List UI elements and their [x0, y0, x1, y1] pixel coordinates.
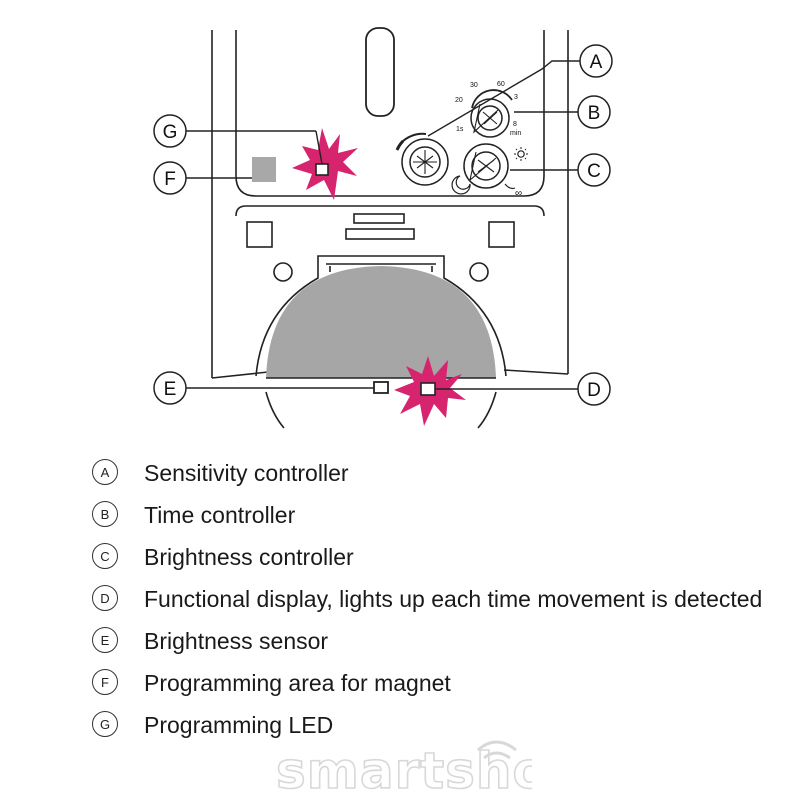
legend-item-d: D Functional display, lights up each tim… — [92, 582, 772, 616]
brightness-infinity-label: ∞ — [515, 188, 522, 199]
time-label-3: 3 — [514, 94, 518, 101]
right-square-button — [488, 221, 515, 248]
legend-letter-badge: C — [92, 543, 118, 569]
top-slot — [365, 27, 395, 117]
legend-text: Functional display, lights up each time … — [144, 586, 763, 612]
legend-text: Brightness sensor — [144, 628, 329, 654]
legend-text: Time controller — [144, 502, 296, 528]
time-label-30: 30 — [470, 82, 478, 89]
callout-d: D — [577, 372, 611, 406]
legend-letter-badge: E — [92, 627, 118, 653]
legend-text: Programming area for magnet — [144, 670, 451, 696]
svg-text:C: C — [587, 161, 601, 182]
motion-detector-diagram: 30 60 3 20 1s 8 min ∞ — [153, 27, 613, 429]
callout-a: A — [579, 44, 613, 78]
time-label-60: 60 — [497, 81, 505, 88]
left-round-hole — [273, 262, 293, 282]
legend-letter-badge: D — [92, 585, 118, 611]
svg-text:D: D — [587, 380, 601, 401]
callout-g: G — [153, 114, 187, 148]
legend-list: A Sensitivity controller B Time controll… — [92, 456, 772, 750]
legend-item-a: A Sensitivity controller — [92, 456, 772, 490]
svg-text:E: E — [164, 379, 177, 400]
legend-letter-badge: G — [92, 711, 118, 737]
housing-outline — [211, 30, 569, 379]
time-label-8: 8 — [513, 121, 517, 128]
legend-text: Brightness controller — [144, 544, 354, 570]
svg-text:G: G — [163, 122, 178, 143]
svg-text:B: B — [588, 103, 601, 124]
legend-text: Programming LED — [144, 712, 334, 738]
center-bar-bottom — [345, 228, 415, 240]
legend-item-e: E Brightness sensor — [92, 624, 772, 658]
lower-arc — [265, 391, 497, 429]
callout-lines — [186, 60, 580, 390]
callout-e: E — [153, 371, 187, 405]
legend-letter-badge: F — [92, 669, 118, 695]
brightness-sensor — [373, 381, 389, 394]
programming-led-flash — [292, 128, 358, 200]
dome-frame — [255, 255, 507, 377]
center-bar-top — [353, 213, 405, 224]
right-round-hole — [469, 262, 489, 282]
sensitivity-dial-icon — [395, 132, 449, 186]
brightness-dial-icon — [451, 143, 528, 195]
legend-text: Sensitivity controller — [144, 460, 349, 486]
time-label-min: min — [510, 130, 521, 137]
programming-area-pad — [252, 157, 276, 182]
time-label-1s: 1s — [456, 126, 464, 133]
legend-item-g: G Programming LED — [92, 708, 772, 742]
legend-item-c: C Brightness controller — [92, 540, 772, 574]
legend-item-b: B Time controller — [92, 498, 772, 532]
callout-c: C — [577, 153, 611, 187]
left-square-button — [246, 221, 273, 248]
legend-letter-badge: A — [92, 459, 118, 485]
legend-letter-badge: B — [92, 501, 118, 527]
callout-b: B — [577, 95, 611, 129]
time-dial-icon — [470, 89, 513, 138]
svg-text:A: A — [590, 52, 603, 73]
sensor-dome-lens — [266, 266, 496, 378]
time-label-20: 20 — [455, 97, 463, 104]
svg-text:F: F — [164, 169, 176, 190]
callout-f: F — [153, 161, 187, 195]
legend-item-f: F Programming area for magnet — [92, 666, 772, 700]
watermark-text: smartsho — [276, 742, 532, 798]
